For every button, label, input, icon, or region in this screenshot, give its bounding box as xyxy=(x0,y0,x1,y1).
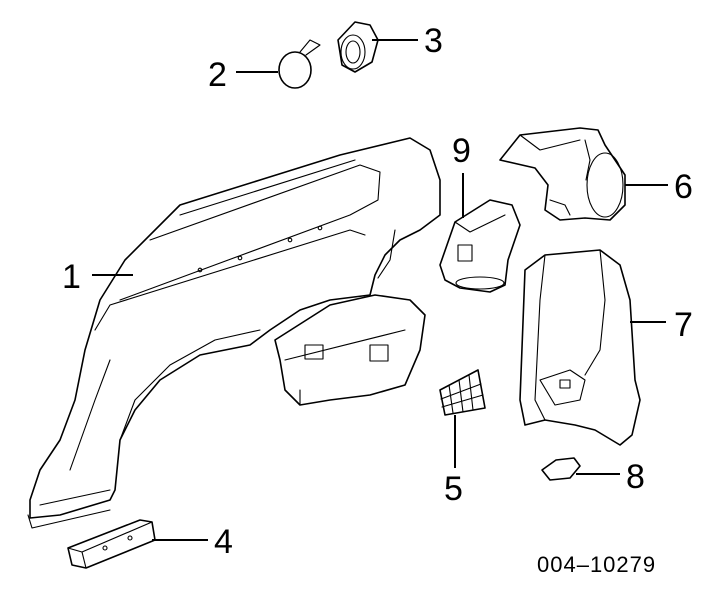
reference-number: 004–10279 xyxy=(537,552,656,577)
filler-pocket-part xyxy=(439,199,521,293)
callout-6: 6 xyxy=(674,168,693,206)
inner-wheelhouse-part xyxy=(519,249,641,446)
wheel-liner-part xyxy=(499,127,626,221)
fuel-door-part xyxy=(278,39,321,89)
callout-2: 2 xyxy=(208,56,227,94)
callout-1: 1 xyxy=(62,258,81,296)
quarter-panel-part xyxy=(27,137,441,529)
rail-bracket-part xyxy=(67,519,156,569)
callout-5: 5 xyxy=(444,470,463,508)
small-pad-part xyxy=(541,457,581,481)
callout-8: 8 xyxy=(626,458,645,496)
callout-4: 4 xyxy=(214,523,233,561)
grid-pad-part xyxy=(439,369,486,416)
callout-3: 3 xyxy=(424,22,443,60)
callout-9: 9 xyxy=(452,132,471,170)
filler-housing-part xyxy=(337,21,379,73)
callout-7: 7 xyxy=(674,306,693,344)
wheelhouse-inner-piece xyxy=(274,294,426,406)
